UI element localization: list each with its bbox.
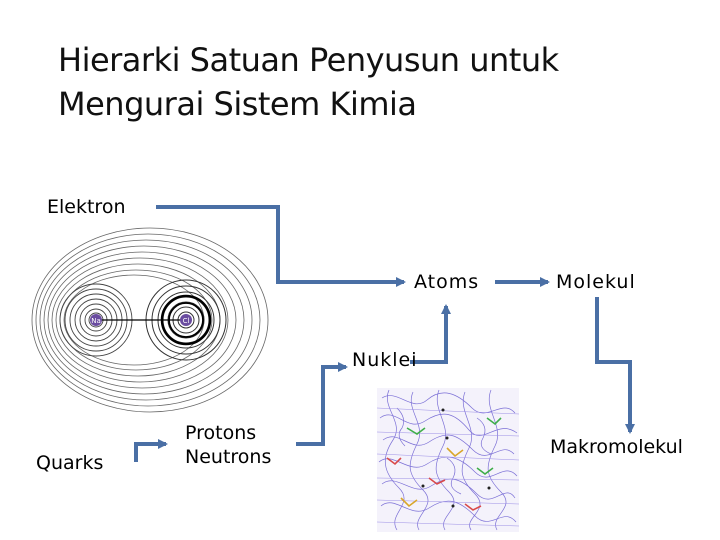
atom-contour-image: Na Cl <box>31 227 269 413</box>
node-protons-neutrons: Protons Neutrons <box>185 421 271 469</box>
node-molekul: Molekul <box>556 271 636 293</box>
node-quarks: Quarks <box>36 452 104 474</box>
arrow-nuklei-to-atoms <box>410 304 451 364</box>
node-atoms: Atoms <box>414 271 480 293</box>
node-nuklei: Nuklei <box>352 349 418 371</box>
arrow-molekul-to-makromolekul <box>595 297 635 434</box>
arrow-elektron-to-atoms <box>156 205 406 287</box>
title-line-2: Mengurai Sistem Kimia <box>58 85 417 123</box>
right-nucleus-label: Cl <box>183 317 190 325</box>
node-elektron: Elektron <box>47 196 126 218</box>
macromolecule-density-image <box>377 388 519 532</box>
arrow-quarks-to-protons <box>134 439 168 462</box>
node-makromolekul: Makromolekul <box>550 436 683 458</box>
node-neutrons: Neutrons <box>185 446 272 468</box>
arrow-protons-to-nuklei <box>296 362 348 446</box>
slide-title: Hierarki Satuan Penyusun untuk Mengurai … <box>58 38 559 126</box>
title-line-1: Hierarki Satuan Penyusun untuk <box>58 41 559 79</box>
left-nucleus-label: Na <box>91 317 101 325</box>
node-protons: Protons <box>185 422 257 444</box>
right-nucleus <box>180 314 192 326</box>
left-nucleus <box>90 314 102 326</box>
